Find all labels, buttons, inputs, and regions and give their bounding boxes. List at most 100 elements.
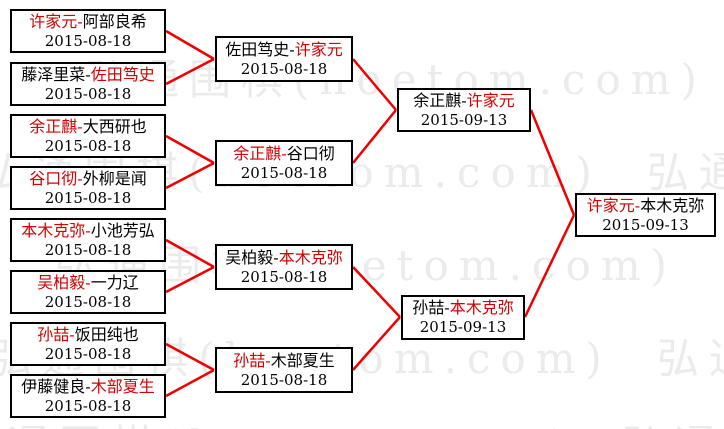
player-name: 伊藤健良: [21, 376, 86, 396]
player-name: 余正麒: [413, 90, 462, 110]
match-date: 2015-09-13: [420, 110, 508, 129]
match-players: 孙喆-饭田纯也: [37, 325, 138, 345]
match-date: 2015-08-18: [240, 59, 328, 78]
match-box-round1-2: 藤泽里菜-佐田笃史 2015-08-18: [10, 62, 166, 106]
player-name: 饭田纯也: [74, 324, 139, 344]
player-name: 孙喆: [412, 298, 445, 317]
match-box-round1-1: 许家元-阿部良希 2015-08-18: [10, 9, 166, 53]
match-date: 2015-08-18: [44, 31, 132, 50]
connector-line: [352, 266, 401, 318]
player-name: 木部夏生: [270, 350, 335, 370]
player-name: 孙喆: [233, 350, 266, 370]
player-name: 大西研也: [82, 116, 147, 136]
player-name: 许家元: [466, 90, 515, 110]
match-date: 2015-08-18: [44, 188, 132, 207]
vs-dash: -: [85, 220, 91, 240]
player-name: 佐田笃史: [225, 39, 290, 59]
match-date: 2015-09-13: [419, 318, 507, 336]
match-players: 吴柏毅-一力辽: [37, 273, 138, 293]
player-name: 许家元: [586, 195, 635, 215]
match-box-final: 许家元-本木克弥 2015-09-13: [575, 193, 716, 237]
vs-dash: -: [289, 39, 295, 59]
player-name: 阿部良希: [82, 11, 147, 31]
match-box-semifinal-2: 孙喆-本木克弥 2015-09-13: [401, 295, 525, 340]
player-name: 木部夏生: [90, 376, 155, 396]
vs-dash: -: [85, 272, 91, 292]
match-players: 伊藤健良-木部夏生: [21, 377, 154, 397]
connector-line: [523, 214, 576, 318]
match-box-round1-4: 谷口彻-外柳是闻 2015-08-18: [10, 166, 166, 210]
match-date: 2015-08-18: [44, 292, 132, 311]
player-name: 外柳是闻: [82, 168, 147, 188]
match-date: 2015-08-18: [240, 370, 328, 389]
player-name: 余正麒: [233, 143, 282, 163]
player-name: 本木克弥: [21, 220, 86, 240]
connector-line: [165, 238, 215, 269]
match-players: 藤泽里菜-佐田笃史: [21, 65, 154, 85]
match-box-round1-8: 伊藤健良-木部夏生 2015-08-18: [10, 374, 166, 418]
connector-line: [165, 29, 215, 61]
vs-dash: -: [85, 376, 91, 396]
match-players: 许家元-阿部良希: [29, 12, 146, 32]
match-players: 许家元-本木克弥: [587, 196, 704, 216]
player-name: 谷口彻: [29, 168, 78, 188]
match-box-round2-4: 孙喆-木部夏生 2015-08-18: [215, 347, 353, 393]
match-box-round1-7: 孙喆-饭田纯也 2015-08-18: [10, 322, 166, 366]
player-name: 本木克弥: [449, 298, 514, 317]
player-name: 本木克弥: [640, 195, 705, 215]
player-name: 一力辽: [90, 272, 139, 292]
vs-dash: -: [461, 90, 467, 110]
match-date: 2015-08-18: [44, 84, 132, 103]
connector-line: [165, 368, 215, 398]
match-players: 余正麒-大西研也: [29, 117, 146, 137]
vs-dash: -: [69, 324, 75, 344]
match-players: 孙喆-本木克弥: [412, 298, 513, 318]
vs-dash: -: [444, 298, 450, 317]
player-name: 余正麒: [29, 116, 78, 136]
match-box-round1-6: 吴柏毅-一力辽 2015-08-18: [10, 270, 166, 314]
match-box-round1-3: 余正麒-大西研也 2015-08-18: [10, 114, 166, 158]
player-name: 佐田笃史: [90, 64, 155, 84]
match-box-round2-3: 吴柏毅-本木克弥 2015-08-18: [215, 244, 353, 290]
vs-dash: -: [77, 116, 83, 136]
vs-dash: -: [273, 247, 279, 267]
connector-line: [352, 58, 397, 111]
match-players: 余正麒-谷口彻: [233, 144, 334, 164]
vs-dash: -: [634, 195, 641, 215]
connector-line: [529, 109, 576, 216]
match-date: 2015-08-18: [44, 344, 132, 363]
match-players: 本木克弥-小池芳弘: [21, 221, 154, 241]
match-box-round2-2: 余正麒-谷口彻 2015-08-18: [215, 140, 353, 186]
match-date: 2015-08-18: [240, 267, 328, 286]
player-name: 吴柏毅: [37, 272, 86, 292]
match-box-round1-5: 本木克弥-小池芳弘 2015-08-18: [10, 218, 166, 262]
player-name: 许家元: [294, 39, 343, 59]
match-date: 2015-09-13: [602, 215, 689, 234]
vs-dash: -: [85, 64, 91, 84]
match-players: 佐田笃史-许家元: [225, 40, 342, 60]
match-players: 孙喆-木部夏生: [233, 351, 334, 371]
player-name: 许家元: [29, 11, 78, 31]
connector-line: [165, 161, 215, 190]
connector-line: [352, 109, 397, 164]
vs-dash: -: [265, 350, 271, 370]
connector-line: [165, 265, 215, 294]
match-date: 2015-08-18: [44, 240, 132, 259]
player-name: 小池芳弘: [90, 220, 155, 240]
connector-line: [165, 57, 215, 86]
vs-dash: -: [77, 11, 83, 31]
vs-dash: -: [281, 143, 287, 163]
player-name: 吴柏毅: [225, 247, 274, 267]
match-players: 余正麒-许家元: [413, 91, 514, 111]
connector-line: [165, 134, 215, 165]
vs-dash: -: [77, 168, 83, 188]
player-name: 藤泽里菜: [21, 64, 86, 84]
player-name: 谷口彻: [286, 143, 335, 163]
match-players: 吴柏毅-本木克弥: [225, 248, 342, 268]
match-players: 谷口彻-外柳是闻: [29, 169, 146, 189]
connector-line: [352, 316, 401, 371]
match-date: 2015-08-18: [240, 163, 328, 182]
connector-line: [165, 342, 215, 372]
